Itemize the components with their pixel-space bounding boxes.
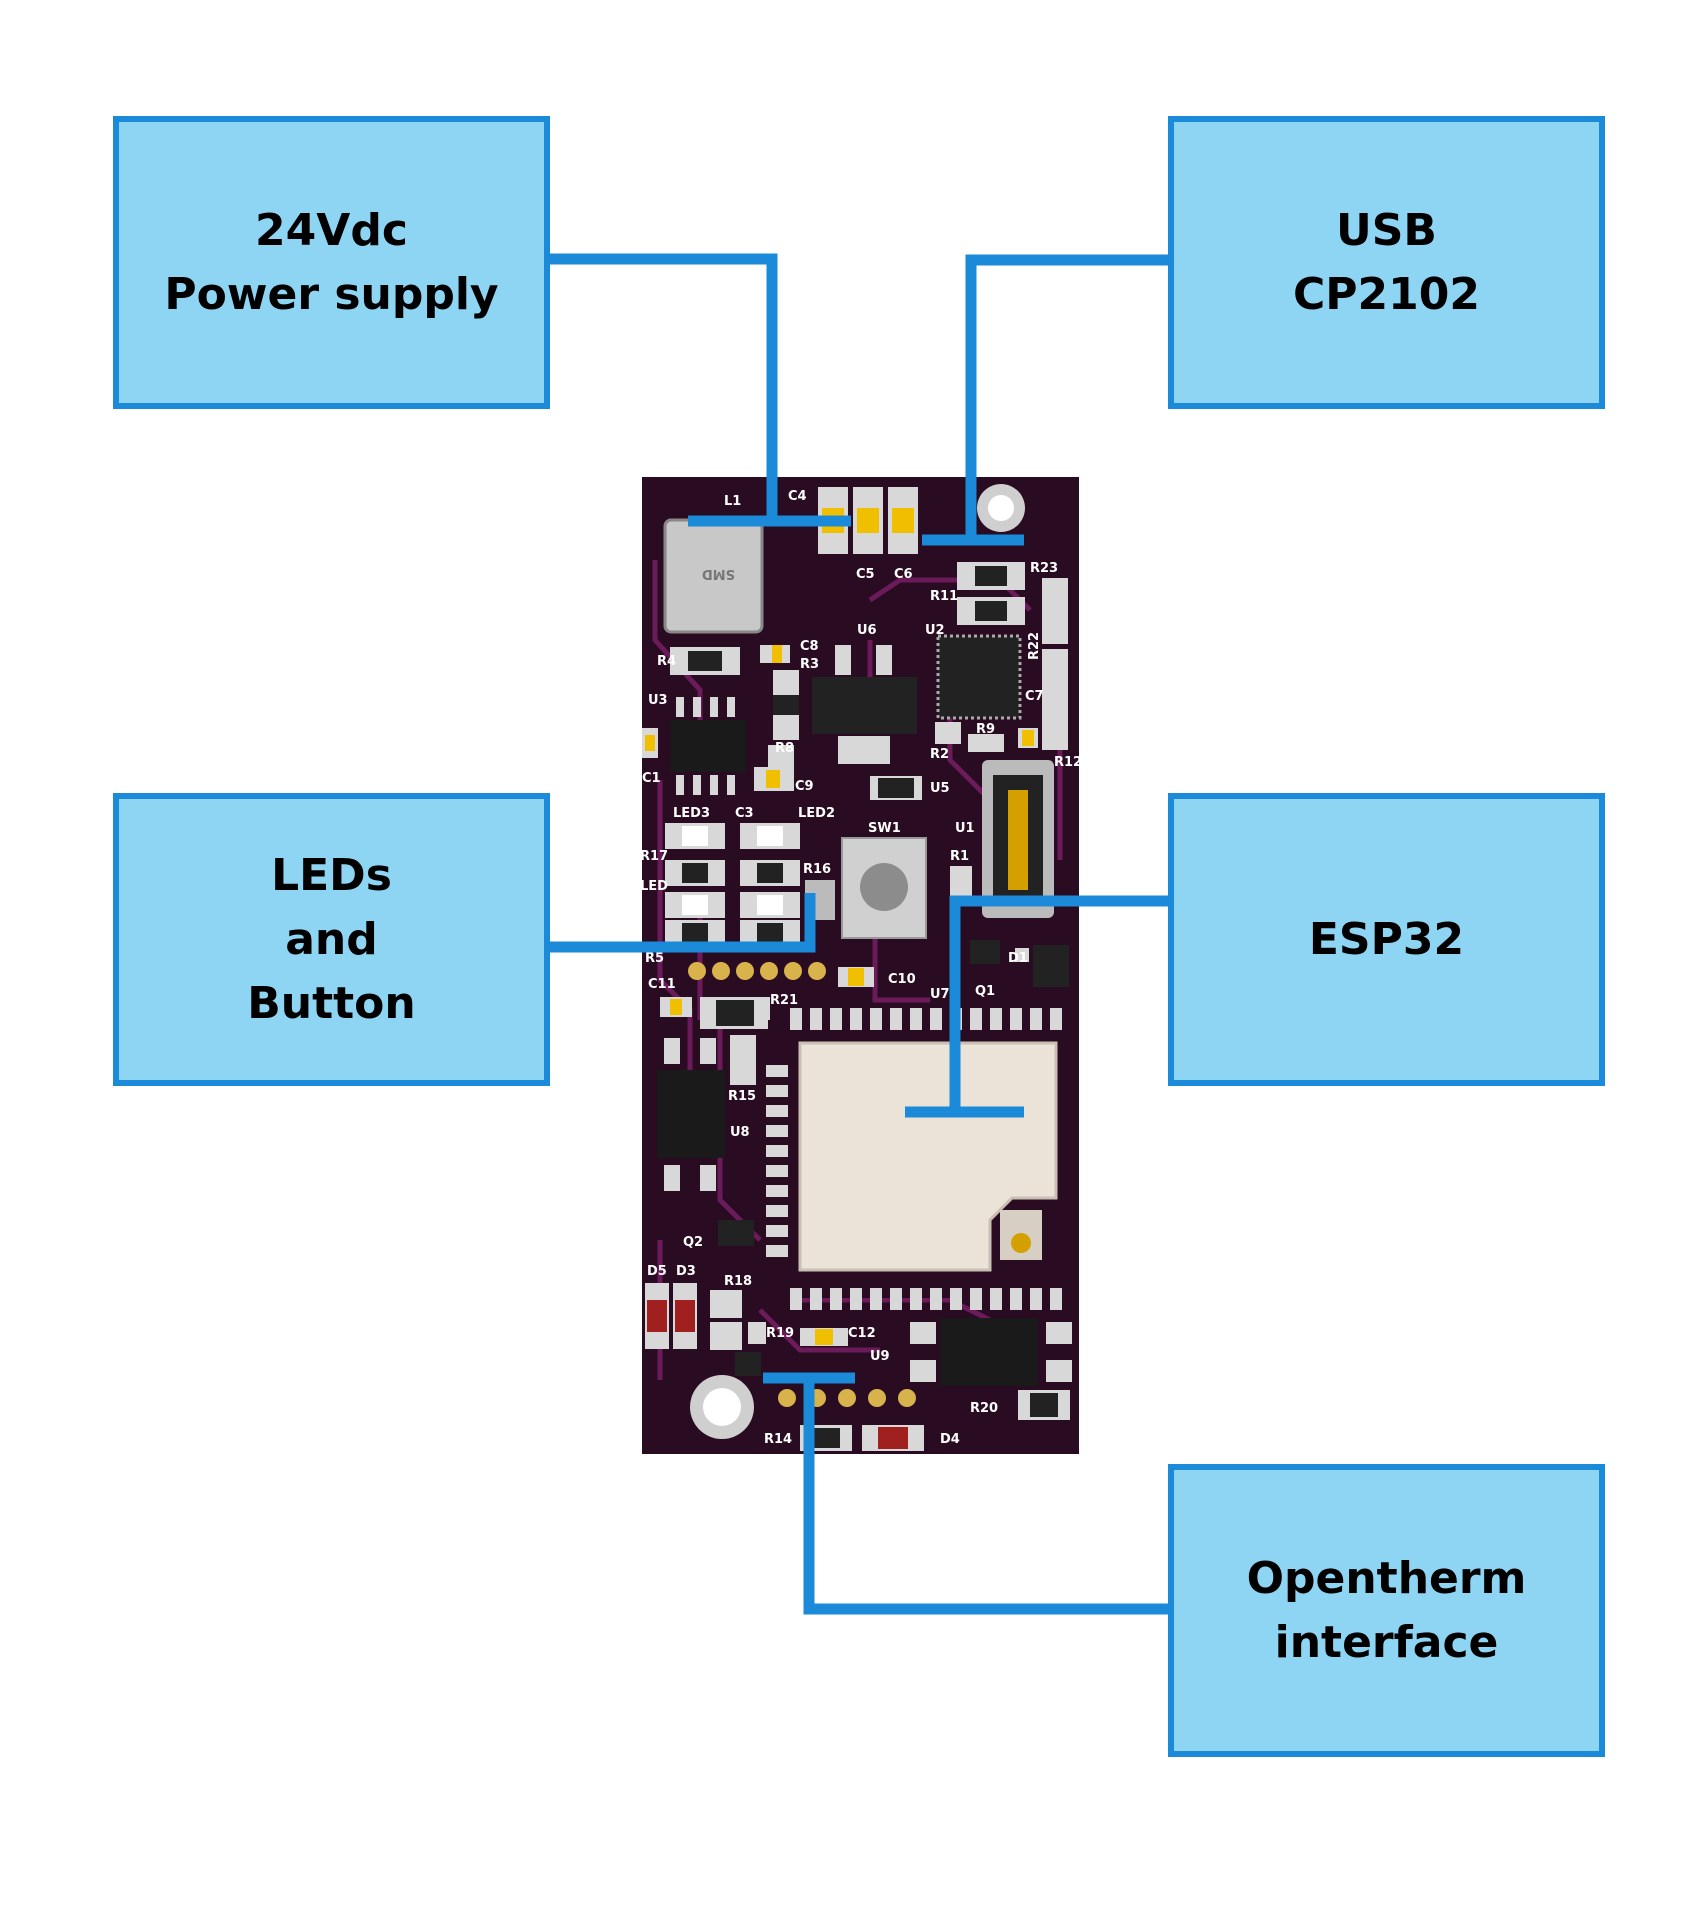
label-u3: U3 (648, 693, 668, 708)
label-led3: LED3 (673, 806, 710, 821)
label-q2: Q2 (683, 1235, 703, 1250)
resistor-r1 (950, 866, 972, 896)
label-r5: R5 (645, 951, 664, 966)
label-c1: C1 (642, 771, 661, 786)
header-pads-top (688, 962, 826, 980)
label-d3: D3 (676, 1264, 696, 1279)
connector-lines (550, 253, 1174, 1615)
label-c7: C7 (1025, 689, 1044, 704)
label-r21: R21 (770, 993, 798, 1008)
resistor-r19 (710, 1322, 742, 1350)
resistor-r12 (1042, 700, 1068, 750)
label-c5: C5 (856, 567, 875, 582)
esp32-label: ESP32 (1308, 913, 1465, 965)
label-r1: R1 (950, 849, 969, 864)
label-r18: R18 (724, 1274, 752, 1289)
esp32-module (766, 1008, 1078, 1310)
label-c9: C9 (795, 779, 814, 794)
label-u8: U8 (730, 1125, 750, 1140)
label-c11: C11 (648, 977, 676, 992)
label-r22: R22 (1027, 632, 1042, 660)
esp32-block: ESP32 (1168, 793, 1605, 1086)
label-led2: LED2 (798, 806, 835, 821)
resistor-r8 (768, 745, 794, 769)
label-d1: D1 (1008, 951, 1028, 966)
label-r19: R19 (766, 1326, 794, 1341)
resistor-r23 (1042, 578, 1068, 644)
chip-u8 (657, 1070, 725, 1158)
label-r20: R20 (970, 1401, 998, 1416)
usb-label: USB CP2102 (1293, 204, 1480, 320)
label-r17: R17 (640, 849, 668, 864)
leds-button-block: LEDs and Button (113, 793, 550, 1086)
label-r15: R15 (728, 1089, 756, 1104)
smd-marking: SMD (702, 566, 735, 581)
header-pads-bottom (778, 1389, 916, 1407)
led-group (665, 823, 800, 946)
label-r23: R23 (1030, 561, 1058, 576)
label-c4: C4 (788, 489, 807, 504)
label-u5: U5 (930, 781, 950, 796)
label-d4: D4 (940, 1432, 960, 1447)
silkscreen-labels: L1 C4 C5 C6 R23 R11 C8 R3 R4 U6 U2 R22 C… (640, 489, 1082, 1447)
power-supply-block: 24Vdc Power supply (113, 116, 550, 409)
power-supply-label: 24Vdc Power supply (164, 204, 499, 320)
capacitor-row (818, 487, 918, 554)
resistor-r15 (730, 1035, 756, 1085)
label-r12: R12 (1054, 755, 1082, 770)
label-q1: Q1 (975, 984, 995, 999)
resistor-r9 (968, 734, 1004, 752)
label-r3: R3 (800, 657, 819, 672)
resistor-r2 (935, 722, 961, 744)
chip-u3 (670, 720, 746, 772)
label-r2: R2 (930, 747, 949, 762)
label-c3: C3 (735, 806, 754, 821)
diode-d1 (1033, 945, 1069, 987)
label-c8: C8 (800, 639, 819, 654)
chip-u2 (936, 634, 1022, 720)
label-u6: U6 (857, 623, 877, 638)
label-sw1: SW1 (868, 821, 901, 836)
chip-u9 (940, 1318, 1038, 1386)
label-r8: R8 (775, 741, 794, 756)
connector-esp32 (949, 895, 1174, 1112)
label-r14: R14 (764, 1432, 792, 1447)
chip-u6 (812, 677, 917, 734)
resistor-r18 (710, 1290, 742, 1318)
label-u2: U2 (925, 623, 945, 638)
transistor-q2 (718, 1220, 754, 1246)
connector-opentherm (803, 1378, 1174, 1615)
label-u1: U1 (955, 821, 975, 836)
label-r4: R4 (657, 654, 676, 669)
label-r16: R16 (803, 862, 831, 877)
label-led1: LED (640, 879, 668, 894)
label-c6: C6 (894, 567, 913, 582)
label-c12: C12 (848, 1326, 876, 1341)
label-u7: U7 (930, 987, 950, 1002)
transistor-q1 (970, 940, 1000, 964)
label-c10: C10 (888, 972, 916, 987)
opentherm-block: Opentherm interface (1168, 1464, 1605, 1757)
connector-usb (965, 254, 1174, 540)
label-d5: D5 (647, 1264, 667, 1279)
label-l1: L1 (724, 494, 741, 509)
label-u9: U9 (870, 1349, 890, 1364)
opentherm-label: Opentherm interface (1246, 1552, 1527, 1668)
connector-leds (550, 893, 816, 953)
leds-button-label: LEDs and Button (247, 849, 416, 1029)
label-r11: R11 (930, 589, 958, 604)
chip-u9-small (735, 1352, 761, 1376)
label-r9: R9 (976, 722, 995, 737)
